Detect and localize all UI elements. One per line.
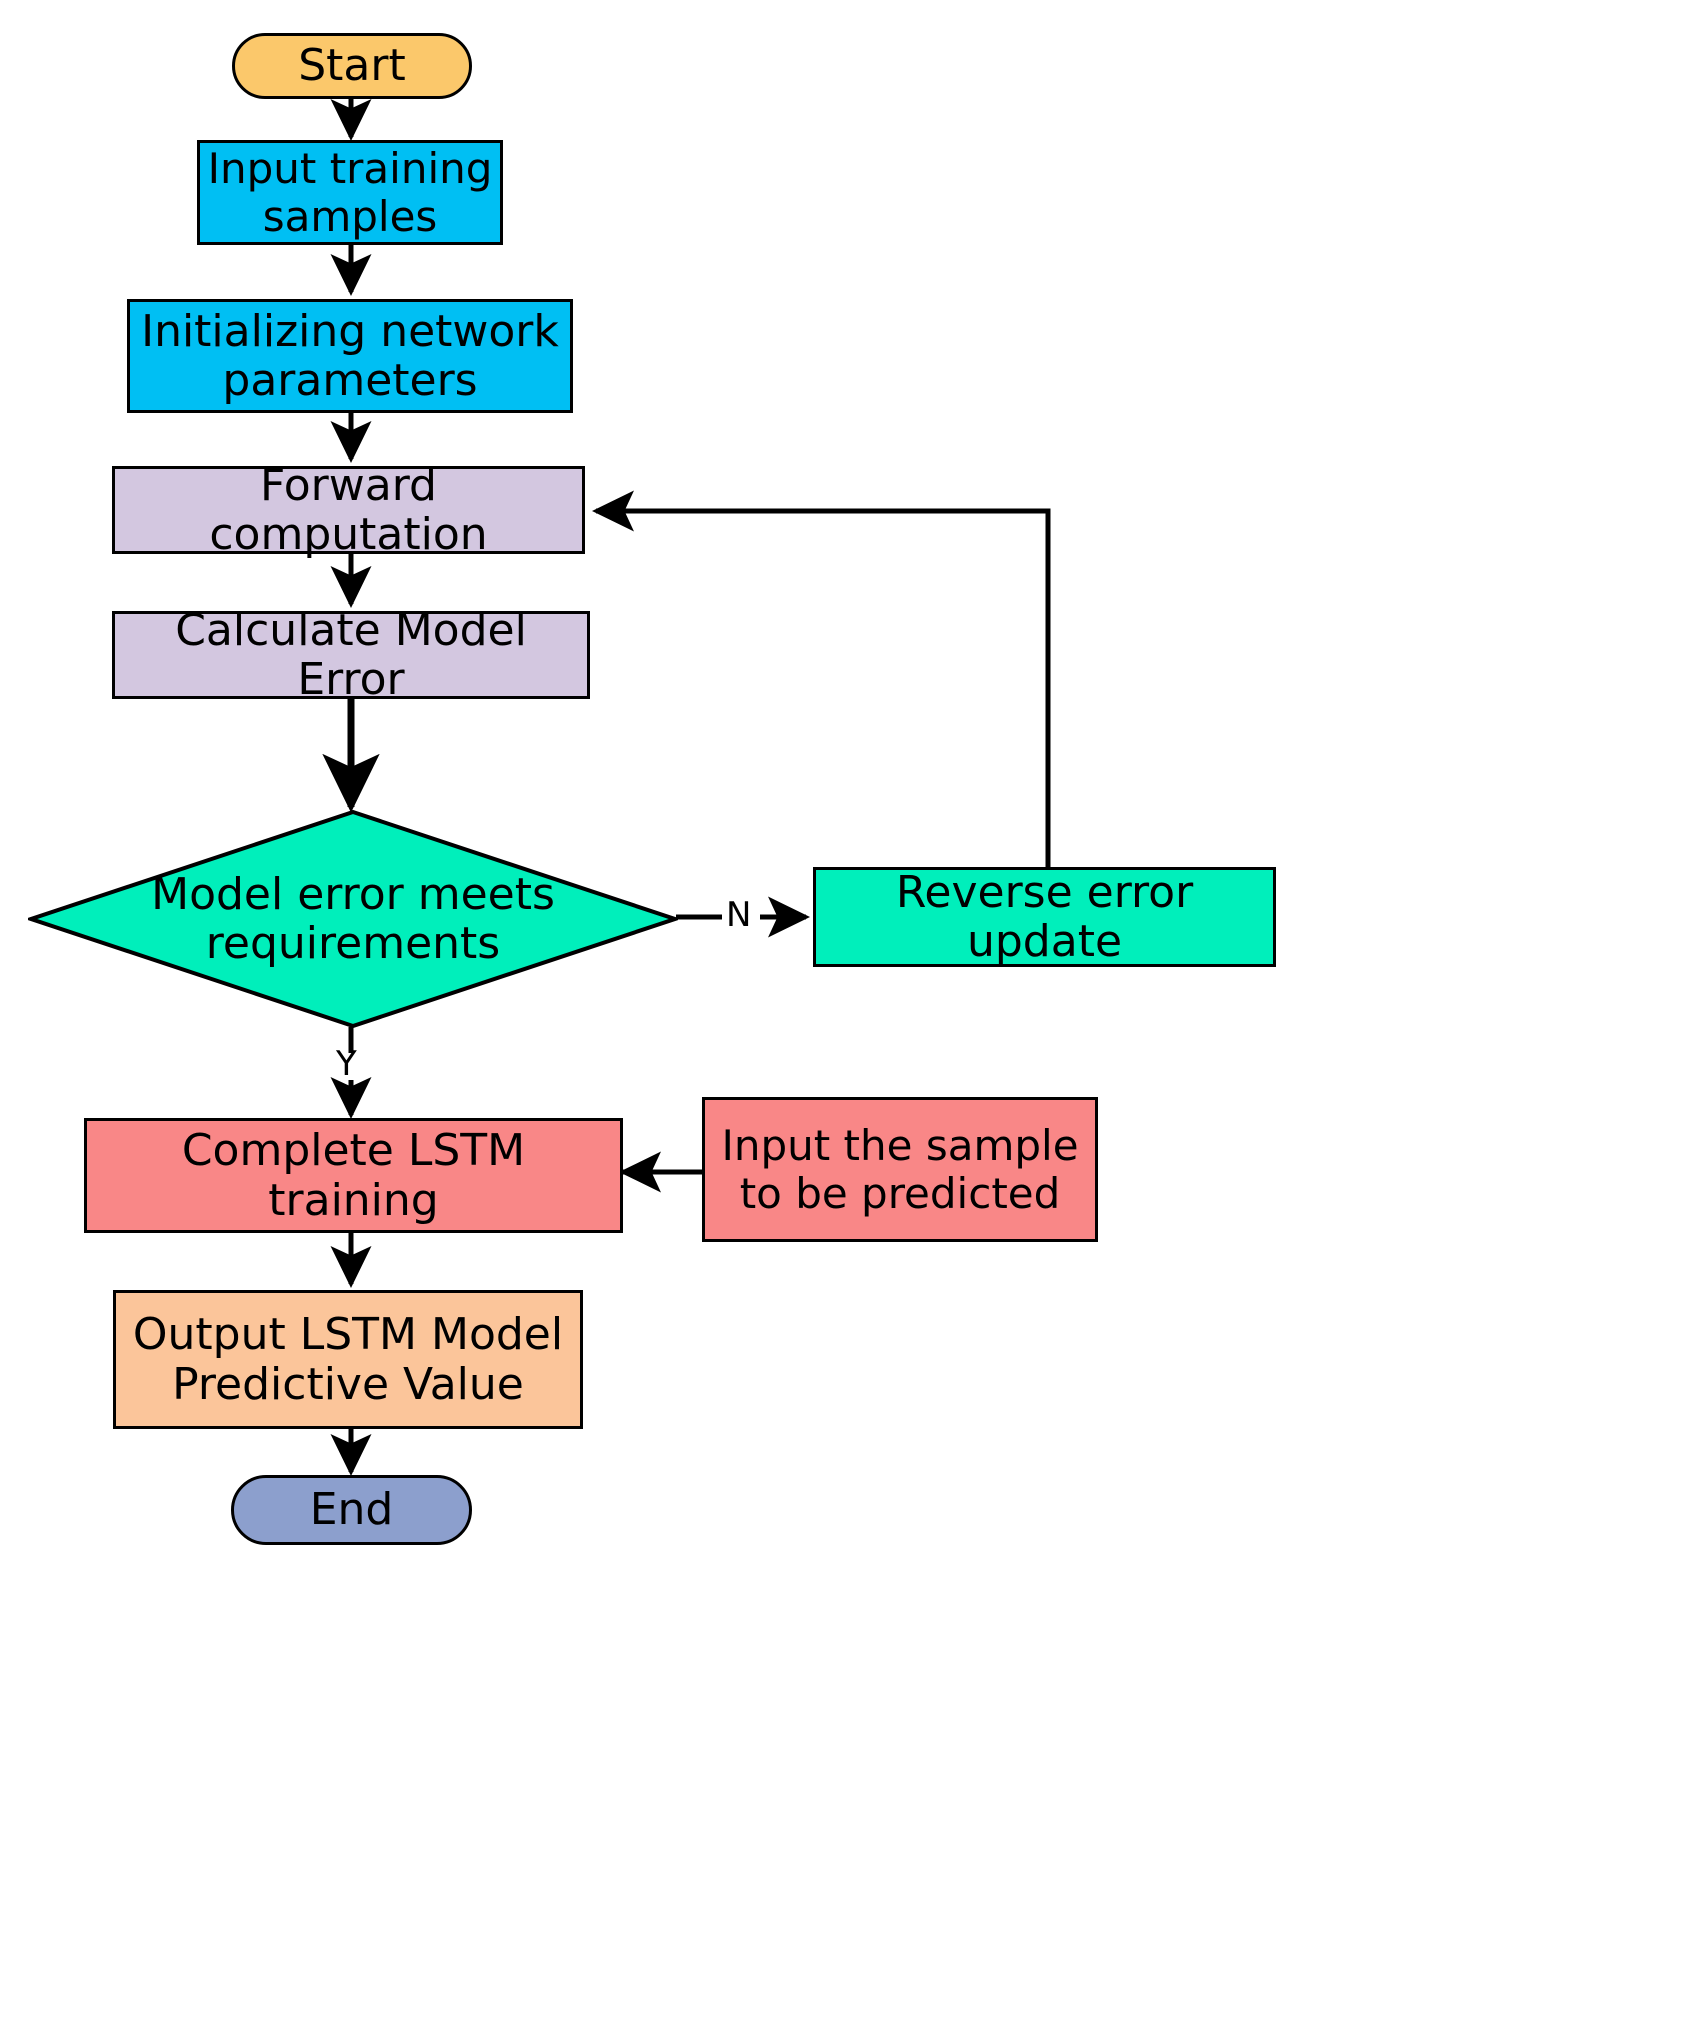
edge-reverse-to-forward-feedback	[591, 490, 1051, 868]
node-complete-lstm-training-label: Complete LSTM training	[181, 1125, 526, 1226]
node-initializing-network-parameters[interactable]: Initializing network parameters	[127, 299, 573, 413]
node-end[interactable]: End	[231, 1475, 472, 1545]
node-decision-model-error-meets-requirements[interactable]: Model error meets requirements	[28, 809, 678, 1029]
node-decision-label: Model error meets requirements	[151, 868, 555, 969]
edge-label-yes-text: Y	[336, 1044, 357, 1084]
node-forward-computation[interactable]: Forward computation	[112, 461, 585, 559]
node-input-sample-to-be-predicted[interactable]: Input the sample to be predicted	[702, 1097, 1098, 1242]
node-reverse-error-update-label: Reverse error update	[895, 866, 1194, 967]
node-input-training-samples[interactable]: Input training samples	[197, 140, 503, 245]
node-start-label: Start	[298, 40, 406, 92]
node-output-lstm-model-predictive-value-label: Output LSTM Model Predictive Value	[132, 1309, 564, 1410]
node-input-training-samples-label: Input training samples	[207, 144, 493, 241]
decision-diamond-shape	[28, 809, 678, 1029]
node-start[interactable]: Start	[232, 33, 472, 99]
node-decision-label-wrap: Model error meets requirements	[28, 809, 678, 1029]
node-end-label: End	[309, 1484, 394, 1536]
edge-label-yes: Y	[336, 1047, 357, 1081]
edge-label-no-text: N	[726, 895, 752, 935]
node-output-lstm-model-predictive-value[interactable]: Output LSTM Model Predictive Value	[113, 1290, 583, 1429]
node-reverse-error-update[interactable]: Reverse error update	[813, 867, 1276, 967]
node-initializing-network-parameters-label: Initializing network parameters	[141, 305, 559, 406]
node-calculate-model-error-label: Calculate Model Error	[175, 604, 527, 705]
node-calculate-model-error[interactable]: Calculate Model Error	[112, 606, 590, 704]
node-input-sample-to-be-predicted-label: Input the sample to be predicted	[721, 1121, 1079, 1218]
node-forward-computation-label: Forward computation	[209, 459, 488, 560]
edge-label-no: N	[726, 898, 751, 932]
node-complete-lstm-training[interactable]: Complete LSTM training	[84, 1118, 623, 1233]
